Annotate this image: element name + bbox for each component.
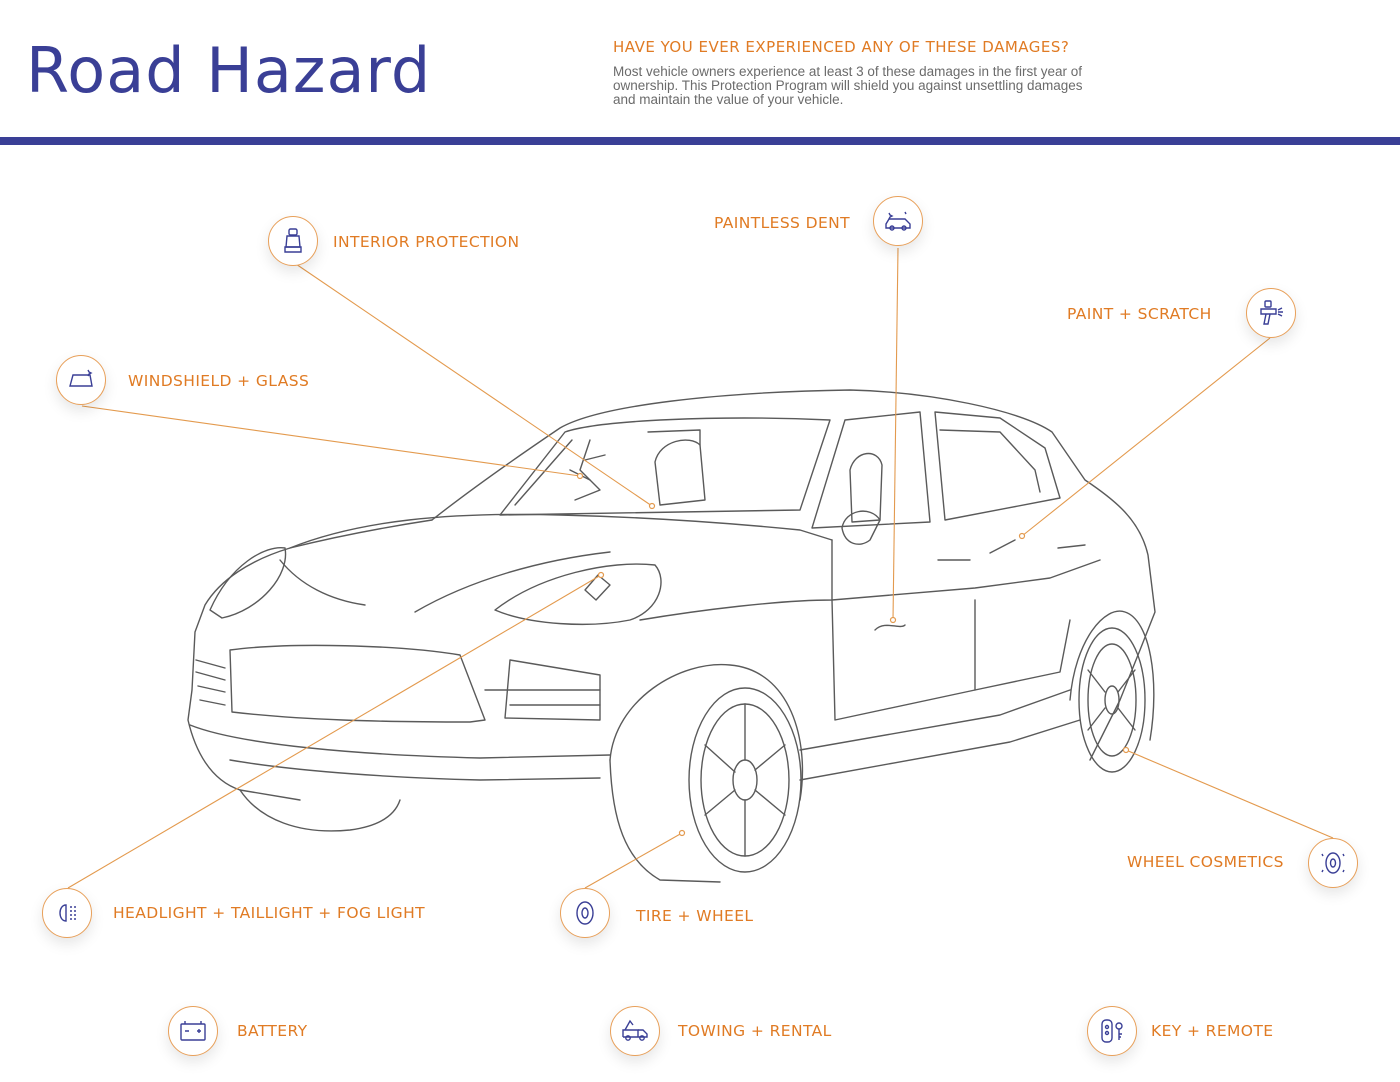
- interior-protection-label: INTERIOR PROTECTION: [333, 233, 520, 251]
- header-divider: [0, 137, 1400, 145]
- header-description: Most vehicle owners experience at least …: [613, 64, 1083, 107]
- car-seat-icon: [284, 228, 302, 253]
- windshield-glass-label: WINDSHIELD + GLASS: [128, 372, 310, 390]
- paint-scratch-label: PAINT + SCRATCH: [1067, 305, 1212, 323]
- headlight-icon: [59, 904, 78, 922]
- windshield-glass-badge[interactable]: [56, 355, 106, 405]
- car-key-icon: [1101, 1019, 1123, 1043]
- car-dent-icon: [885, 211, 911, 231]
- battery-icon: [180, 1021, 206, 1041]
- headlight-badge[interactable]: [42, 888, 92, 938]
- tire-icon: [576, 901, 594, 925]
- tire-wheel-label: TIRE + WHEEL: [636, 907, 754, 925]
- wheel-cosmetics-badge[interactable]: [1308, 838, 1358, 888]
- towing-rental-label: TOWING + RENTAL: [678, 1022, 832, 1040]
- paintless-dent-label: PAINTLESS DENT: [714, 214, 851, 232]
- spray-gun-icon: [1260, 300, 1283, 325]
- interior-protection-badge[interactable]: [268, 216, 318, 266]
- wheel-sparkle-icon: [1321, 852, 1345, 874]
- key-remote-label: KEY + REMOTE: [1151, 1022, 1274, 1040]
- battery-label: BATTERY: [237, 1022, 308, 1040]
- paintless-dent-badge[interactable]: [873, 196, 923, 246]
- page-title: Road Hazard: [26, 34, 432, 107]
- battery-badge[interactable]: [168, 1006, 218, 1056]
- wheel-cosmetics-label: WHEEL COSMETICS: [1127, 853, 1284, 871]
- towing-rental-badge[interactable]: [610, 1006, 660, 1056]
- header-question: HAVE YOU EVER EXPERIENCED ANY OF THESE D…: [613, 38, 1070, 56]
- tire-wheel-badge[interactable]: [560, 888, 610, 938]
- key-remote-badge[interactable]: [1087, 1006, 1137, 1056]
- tow-truck-icon: [622, 1019, 648, 1041]
- windshield-icon: [69, 369, 93, 387]
- paint-scratch-badge[interactable]: [1246, 288, 1296, 338]
- headlight-label: HEADLIGHT + TAILLIGHT + FOG LIGHT: [113, 904, 426, 922]
